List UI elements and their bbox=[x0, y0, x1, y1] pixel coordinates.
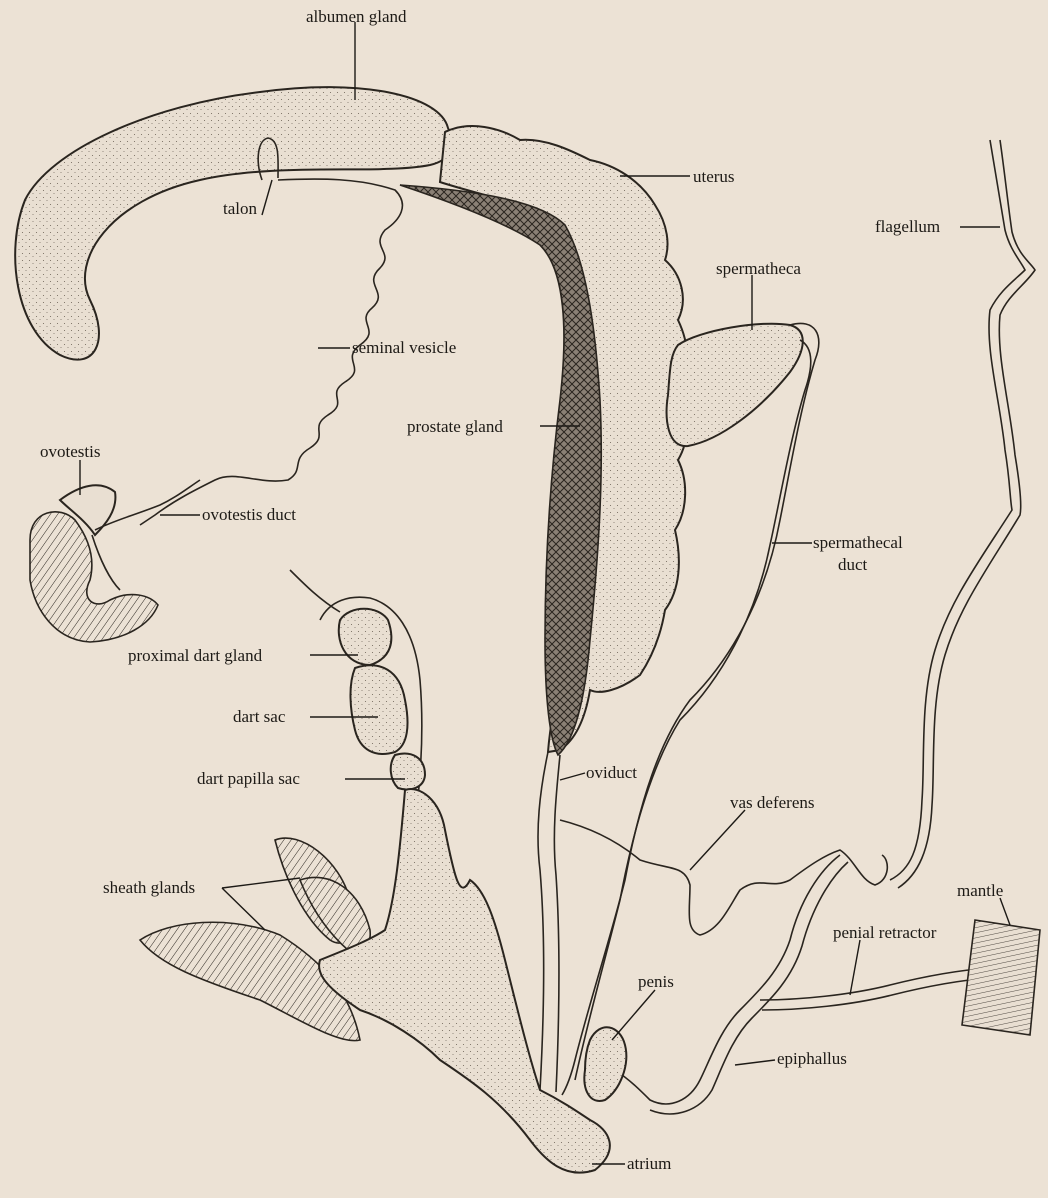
label-spermathecal-duct-2: duct bbox=[838, 555, 868, 574]
label-penial-retractor: penial retractor bbox=[833, 923, 937, 942]
leader-penis bbox=[612, 990, 655, 1040]
vas-deferens-shape bbox=[560, 820, 887, 935]
leader-epiphallus bbox=[735, 1060, 775, 1065]
spermatheca-shape bbox=[667, 324, 803, 446]
label-mantle: mantle bbox=[957, 881, 1003, 900]
flagellum-shape bbox=[890, 140, 1025, 880]
label-penis: penis bbox=[638, 972, 674, 991]
label-atrium: atrium bbox=[627, 1154, 671, 1173]
label-talon: talon bbox=[223, 199, 257, 218]
label-vas-deferens: vas deferens bbox=[730, 793, 815, 812]
penis-shape bbox=[584, 1027, 626, 1101]
dart-papilla-sac-shape bbox=[391, 754, 425, 790]
label-oviduct: oviduct bbox=[586, 763, 637, 782]
dart-sac-shape bbox=[350, 665, 407, 754]
label-ovotestis-duct: ovotestis duct bbox=[202, 505, 296, 524]
atrium-body-shape bbox=[319, 789, 610, 1173]
label-epiphallus: epiphallus bbox=[777, 1049, 847, 1068]
label-ovotestis: ovotestis bbox=[40, 442, 100, 461]
mantle-shape bbox=[962, 920, 1040, 1035]
leader-oviduct bbox=[560, 773, 585, 780]
oviduct-shape bbox=[538, 752, 548, 1090]
penial-retractor-shape-2 bbox=[762, 978, 990, 1010]
label-albumen-gland: albumen gland bbox=[306, 7, 407, 26]
epiphallus-shape-2 bbox=[650, 862, 848, 1114]
leader-sheath-glands-a bbox=[222, 878, 300, 888]
label-dart-sac: dart sac bbox=[233, 707, 286, 726]
label-spermathecal-duct-1: spermathecal bbox=[813, 533, 903, 552]
label-seminal-vesicle: seminal vesicle bbox=[352, 338, 456, 357]
label-dart-papilla-sac: dart papilla sac bbox=[197, 769, 300, 788]
leader-vas-deferens bbox=[690, 810, 745, 870]
penial-retractor-shape bbox=[760, 968, 990, 1000]
label-prostate-gland: prostate gland bbox=[407, 417, 503, 436]
label-flagellum: flagellum bbox=[875, 217, 940, 236]
label-spermatheca: spermatheca bbox=[716, 259, 801, 278]
label-proximal-dart-gland: proximal dart gland bbox=[128, 646, 263, 665]
leader-talon bbox=[262, 180, 272, 215]
albumen-gland-shape bbox=[15, 87, 452, 360]
label-sheath-glands: sheath glands bbox=[103, 878, 195, 897]
prostate-gland-shape bbox=[400, 185, 601, 755]
leader-penial-retractor bbox=[850, 940, 860, 995]
ovotestis-shape bbox=[30, 485, 158, 642]
label-uterus: uterus bbox=[693, 167, 735, 186]
proximal-dart-gland-shape bbox=[339, 609, 392, 665]
oviduct-shape-2 bbox=[554, 755, 560, 1092]
leader-mantle bbox=[1000, 898, 1010, 925]
